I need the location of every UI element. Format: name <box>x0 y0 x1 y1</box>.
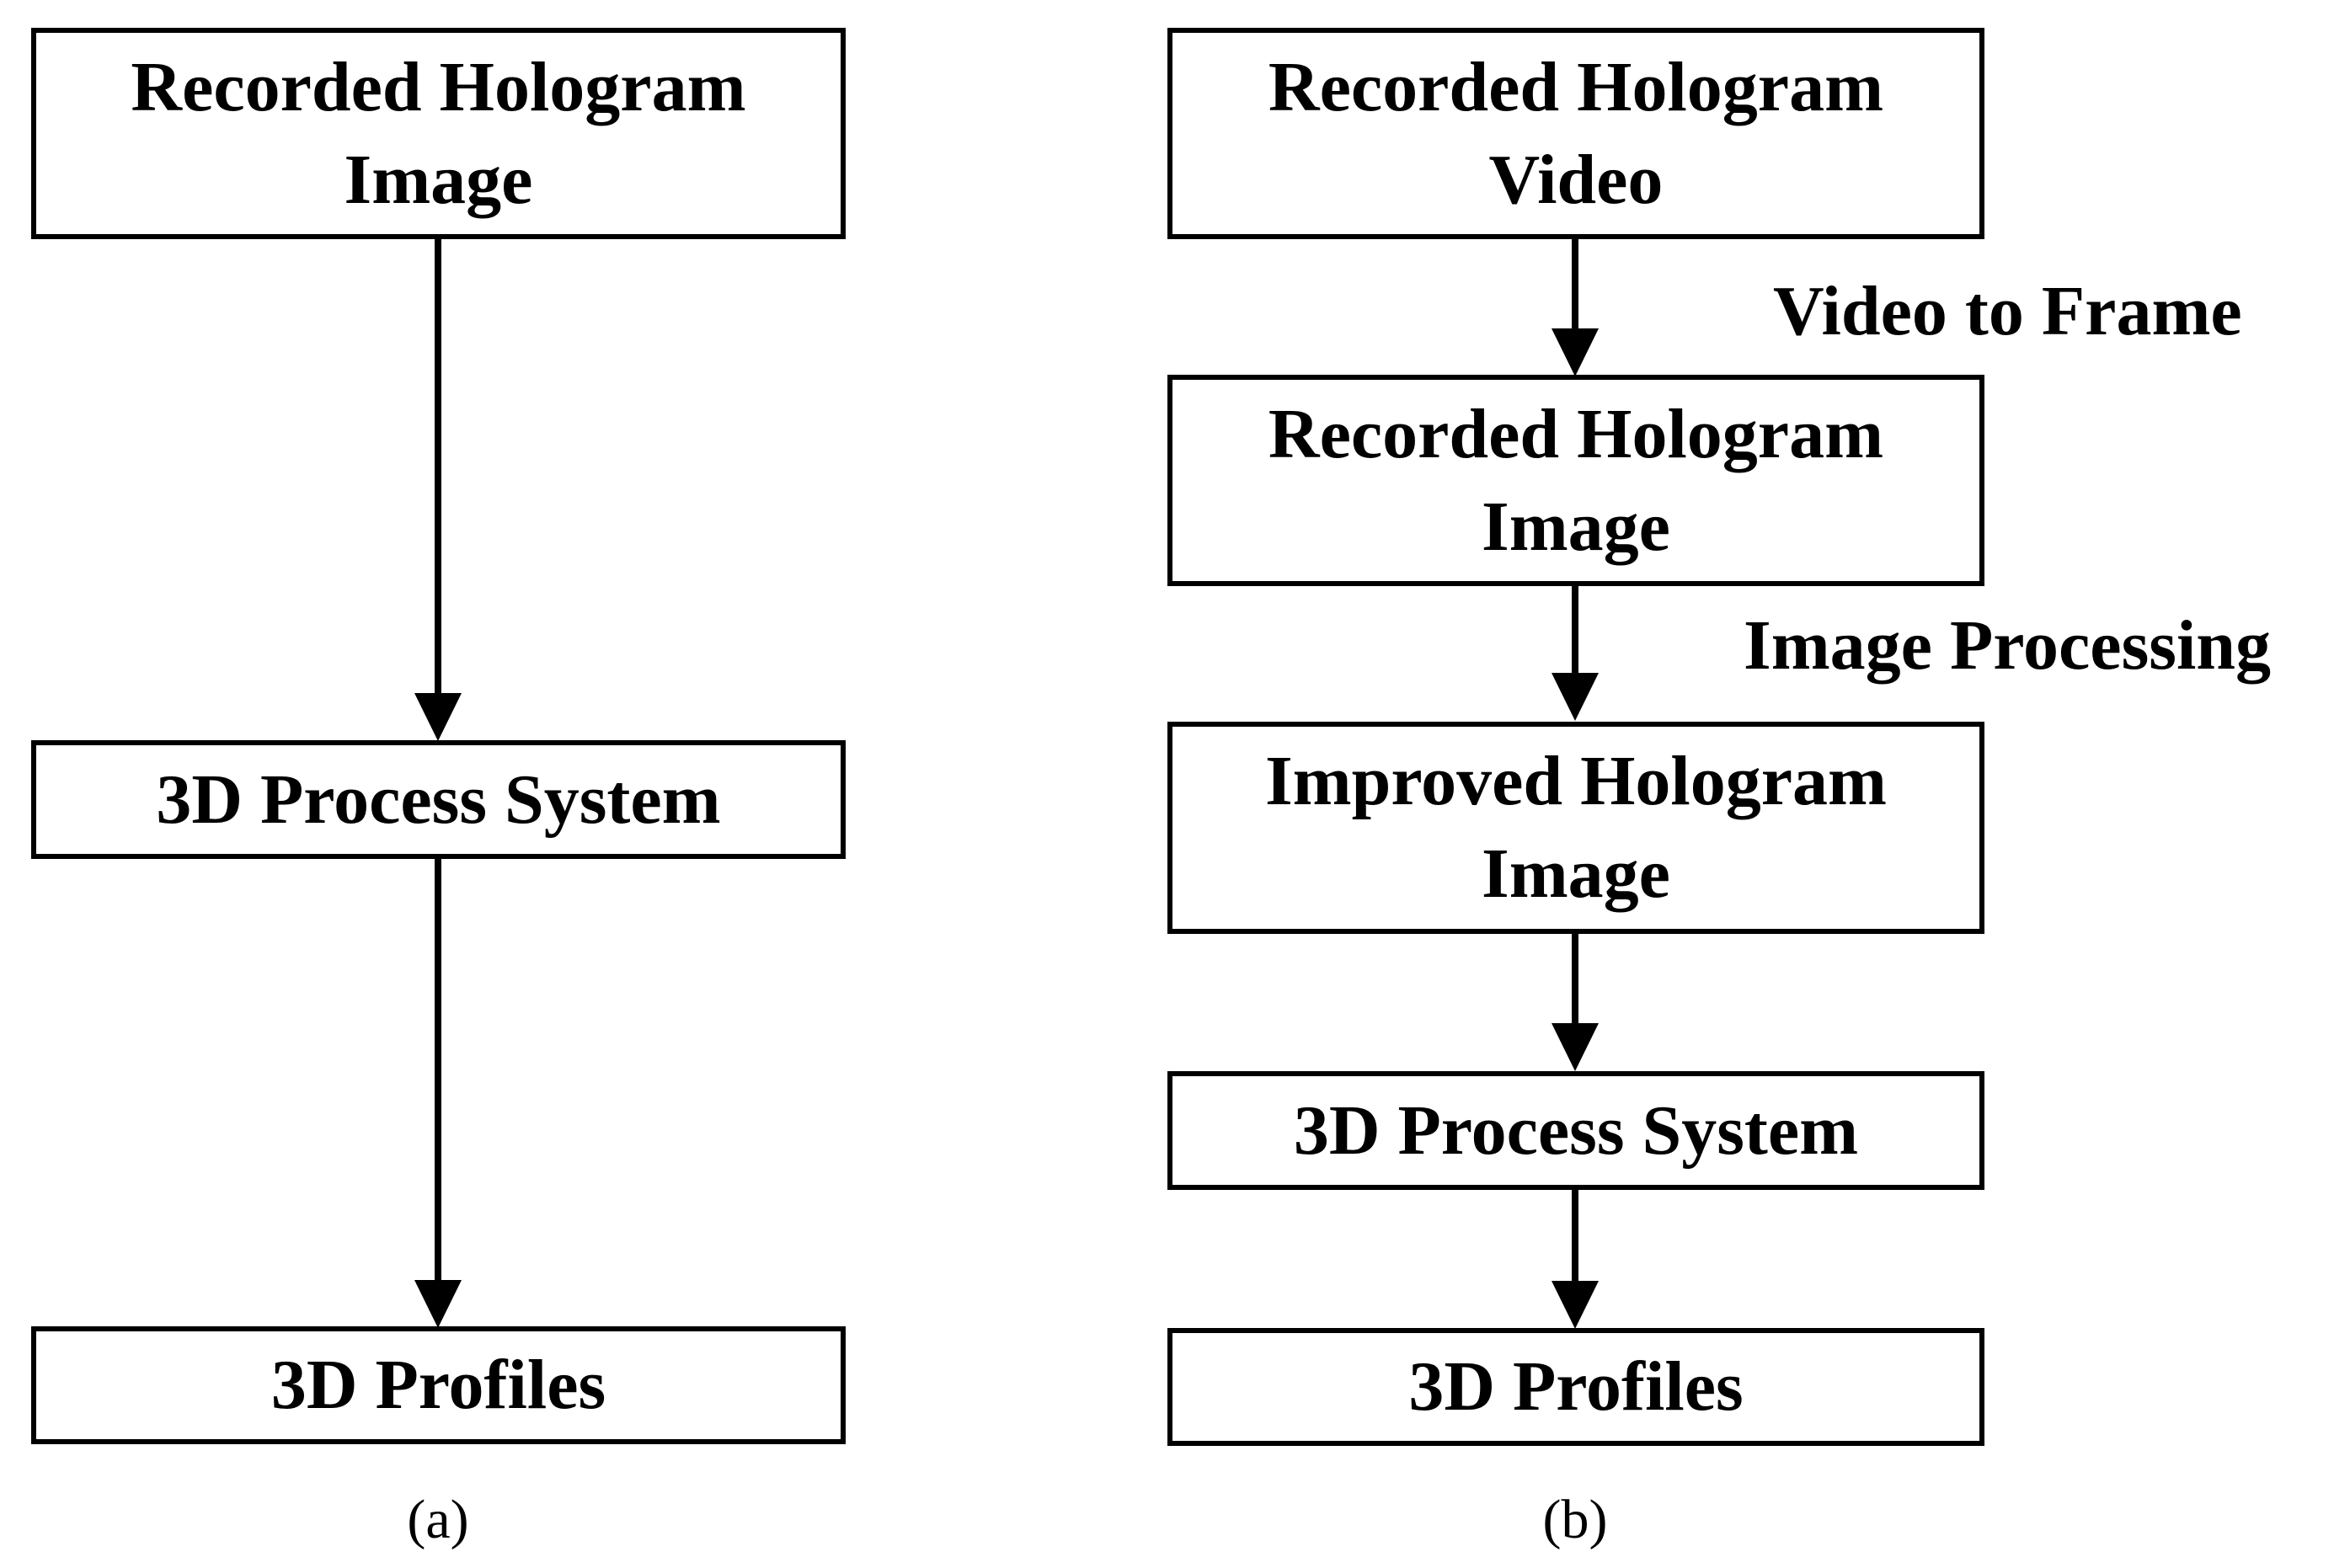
box-b-improved-hologram-image: Improved Hologram Image <box>1167 722 1984 934</box>
box-label: 3D Process System <box>156 760 721 839</box>
box-label: Improved Hologram Image <box>1264 742 1888 913</box>
box-label: 3D Profiles <box>270 1346 606 1424</box>
caption-b: (b) <box>1542 1489 1608 1550</box>
box-b-3d-process-system: 3D Process System <box>1167 1071 1984 1190</box>
box-b-recorded-hologram-video: Recorded Hologram Video <box>1167 28 1984 239</box>
arrow-b-image-to-improved <box>1552 585 1599 721</box>
arrow-a-process-to-profiles <box>414 858 462 1328</box>
box-a-recorded-hologram-image: Recorded Hologram Image <box>31 28 846 239</box>
arrow-b-process-to-profiles <box>1552 1189 1599 1329</box>
edge-label-video-to-frame: Video to Frame <box>1773 272 2242 350</box>
edge-label-image-processing: Image Processing <box>1744 606 2272 685</box>
box-b-recorded-hologram-image: Recorded Hologram Image <box>1167 375 1984 586</box>
box-label: 3D Process System <box>1293 1091 1859 1170</box>
caption-a: (a) <box>407 1489 469 1550</box>
box-label: Recorded Hologram Image <box>131 47 746 219</box>
box-label: Recorded Hologram Video <box>1268 47 1884 219</box>
arrow-b-improved-to-process <box>1552 933 1599 1071</box>
box-label: Recorded Hologram Image <box>1268 394 1884 566</box>
box-a-3d-process-system: 3D Process System <box>31 740 846 859</box>
arrow-a-hologram-to-process <box>414 238 462 741</box>
arrow-b-video-to-image <box>1552 238 1599 376</box>
box-label: 3D Profiles <box>1408 1347 1744 1426</box>
box-a-3d-profiles: 3D Profiles <box>31 1326 846 1444</box>
box-b-3d-profiles: 3D Profiles <box>1167 1328 1984 1446</box>
